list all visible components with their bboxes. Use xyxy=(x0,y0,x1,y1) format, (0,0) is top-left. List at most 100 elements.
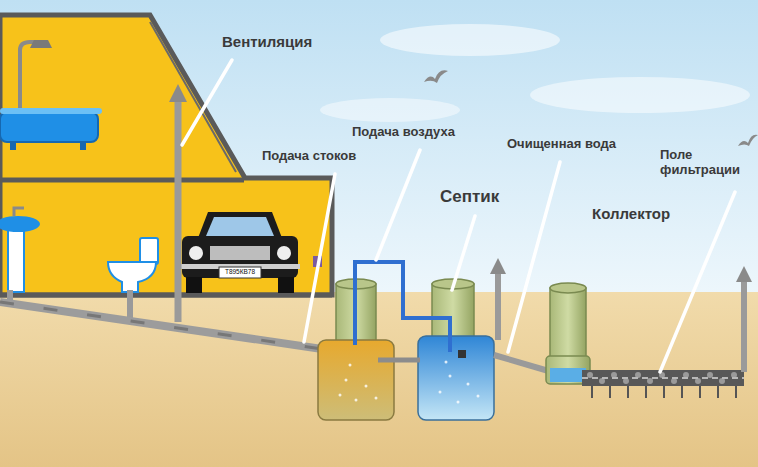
car xyxy=(180,212,322,293)
septic-tank xyxy=(345,379,348,382)
toilet xyxy=(108,262,156,292)
sky xyxy=(530,77,750,113)
tank-vent xyxy=(495,270,501,340)
septic-tank xyxy=(375,397,378,400)
car xyxy=(277,246,291,260)
filtration-field xyxy=(609,386,611,398)
sink xyxy=(14,208,24,216)
filtration-field xyxy=(645,386,647,398)
ground xyxy=(0,292,758,467)
septic-tank xyxy=(339,394,342,397)
leader-line xyxy=(508,162,560,352)
sink xyxy=(0,208,40,292)
septic-tank xyxy=(365,385,368,388)
leader-line xyxy=(182,60,232,145)
bird xyxy=(424,70,758,146)
septic-tank xyxy=(439,391,442,394)
car xyxy=(206,217,274,236)
septic-tank xyxy=(432,284,474,340)
filtration-field xyxy=(735,386,737,398)
bathtub-shower xyxy=(0,112,98,142)
car xyxy=(189,246,203,260)
bathtub-shower xyxy=(80,142,86,150)
septic-tank xyxy=(457,401,460,404)
car xyxy=(219,267,261,278)
septic-tank xyxy=(445,361,448,364)
car xyxy=(210,246,270,260)
vent-pipe xyxy=(175,98,182,322)
leader-line xyxy=(376,150,420,260)
bathtub-shower xyxy=(30,40,52,48)
license-plate-text: Т895КВ78 xyxy=(225,269,255,276)
bird xyxy=(424,70,448,83)
callout-label: Коллектор xyxy=(592,205,670,222)
sky xyxy=(0,0,758,300)
collector-well xyxy=(550,368,586,382)
filtration-field xyxy=(582,377,744,379)
septic-tank xyxy=(355,262,450,352)
callout-label: Вентиляция xyxy=(222,33,312,50)
filtration-field xyxy=(591,386,593,398)
sewer-pipe xyxy=(0,302,322,349)
car xyxy=(182,236,298,278)
bathtub-shower xyxy=(0,108,102,114)
tank-vent xyxy=(490,258,506,340)
septic-tank xyxy=(318,340,394,420)
sewer-pipe xyxy=(0,302,322,349)
septic-tank xyxy=(355,399,358,402)
septic-tank xyxy=(349,364,352,367)
filtration-field xyxy=(699,386,701,398)
sky xyxy=(320,98,460,122)
sewer-pipe xyxy=(0,290,322,349)
bird xyxy=(738,135,758,146)
sky xyxy=(380,24,560,56)
vent-pipe xyxy=(169,84,187,322)
outlet-pipe xyxy=(494,355,552,372)
callout-label: Подача стоков xyxy=(262,149,356,164)
car xyxy=(198,212,282,238)
callout-label: Поле фильтрации xyxy=(660,148,752,178)
car xyxy=(278,277,294,293)
filtration-field xyxy=(717,386,719,398)
sink xyxy=(8,228,24,292)
car xyxy=(186,277,202,293)
filtration-field xyxy=(582,370,744,386)
filtration-field xyxy=(592,386,736,398)
field-vent xyxy=(736,266,752,282)
leader-line xyxy=(452,216,475,290)
leader-line xyxy=(304,174,335,342)
filtration-field xyxy=(627,386,629,398)
sink xyxy=(0,216,40,232)
field-vent xyxy=(741,278,747,372)
filtration-field xyxy=(663,386,665,398)
filtration-field xyxy=(681,386,683,398)
septic-tank xyxy=(339,361,480,404)
callout-label: Очищенная вода xyxy=(507,137,616,152)
house xyxy=(0,293,332,298)
outlet-pipe xyxy=(494,355,552,372)
toilet xyxy=(140,238,158,264)
sewer-pipe xyxy=(127,290,133,320)
septic-tank xyxy=(477,395,480,398)
leader-line xyxy=(660,192,735,372)
leader-line xyxy=(182,60,735,372)
ground xyxy=(0,292,758,467)
septic-tank xyxy=(378,358,420,363)
septic-tank xyxy=(318,262,494,420)
toilet xyxy=(108,238,158,292)
septic-tank xyxy=(467,383,470,386)
vent-pipe xyxy=(169,84,187,102)
collector-well xyxy=(546,283,590,384)
field-vent xyxy=(736,266,752,372)
septic-tank xyxy=(449,375,452,378)
callout-label: Подача воздуха xyxy=(352,125,455,140)
sky xyxy=(0,0,758,300)
bathtub-shower xyxy=(10,142,16,150)
callout-label: Септик xyxy=(440,187,499,207)
tank-vent xyxy=(490,258,506,274)
collector-well xyxy=(550,283,586,293)
house xyxy=(0,178,244,183)
collector-well xyxy=(550,288,586,358)
